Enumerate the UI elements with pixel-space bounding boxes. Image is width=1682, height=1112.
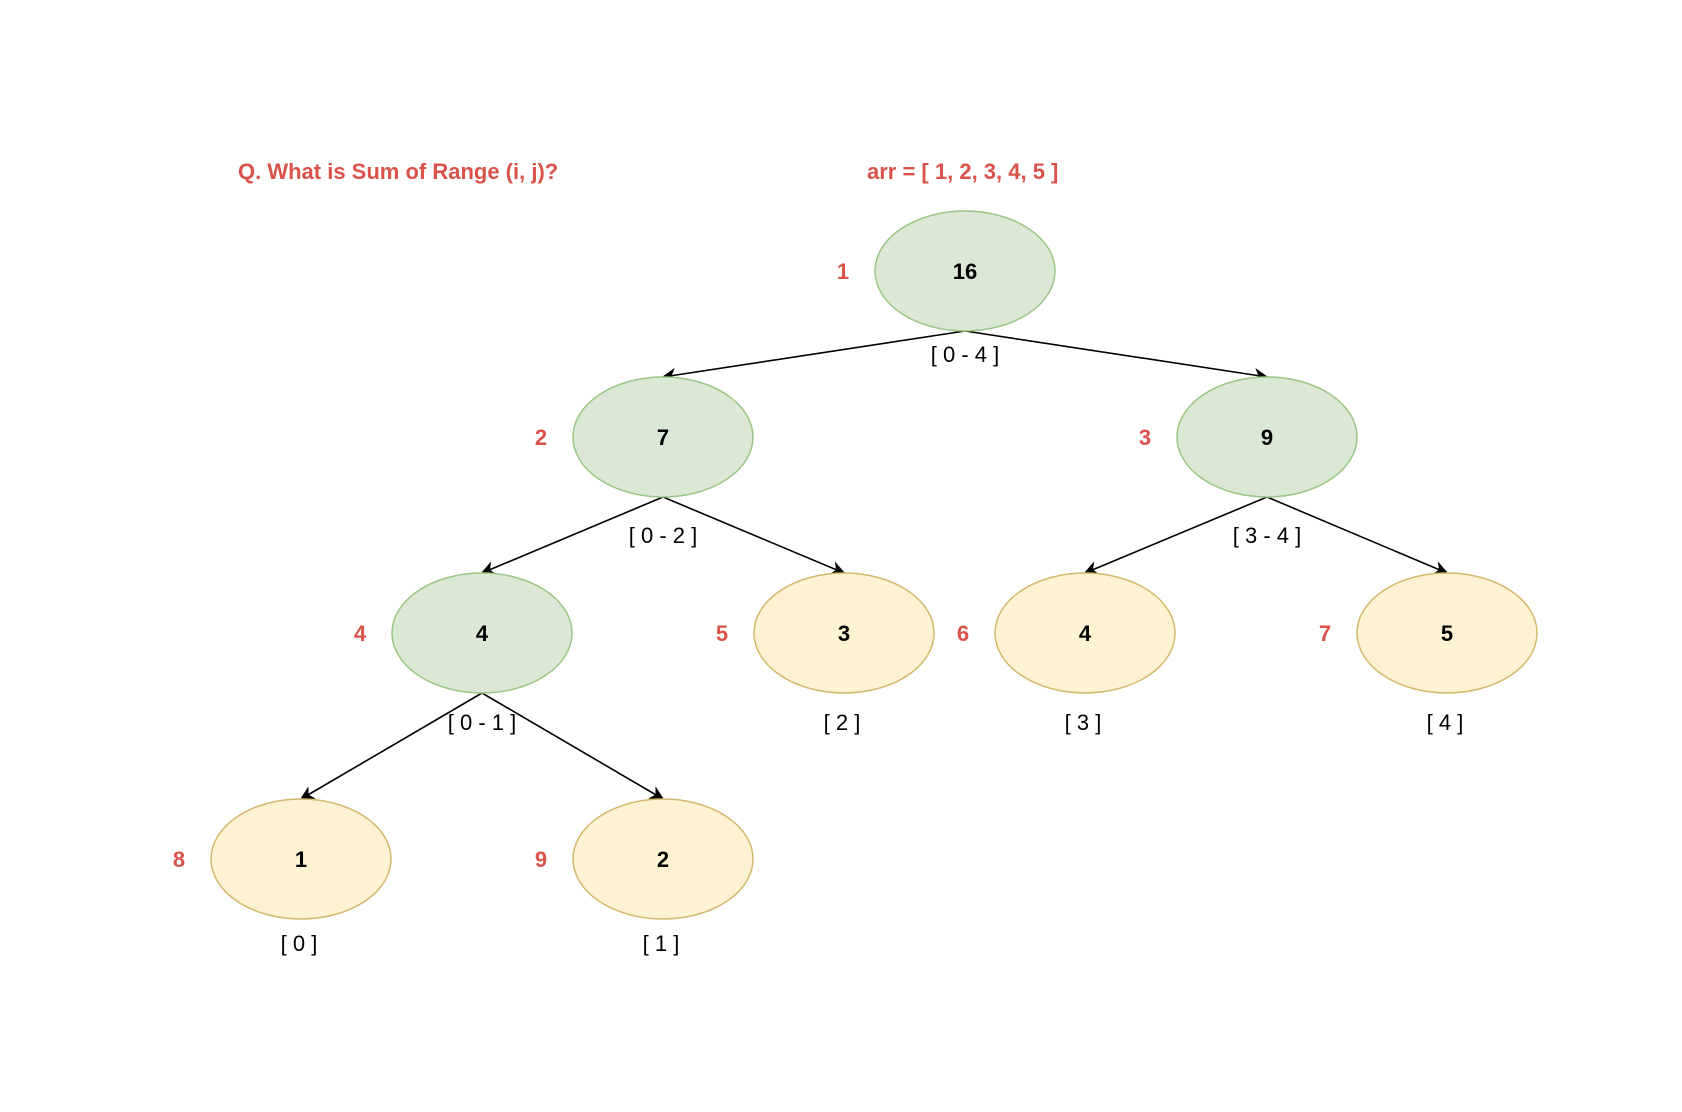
node-ellipse-9 (572, 798, 754, 920)
node-range-label-8: [ 0 ] (281, 931, 318, 956)
node-ellipse-2 (572, 376, 754, 498)
node-value-4: 4 (476, 621, 489, 646)
node-index-label-7: 7 (1319, 621, 1331, 646)
node-index-label-5: 5 (716, 621, 728, 646)
node-value-9: 2 (657, 847, 669, 872)
node-value-3: 9 (1261, 425, 1273, 450)
tree-node-6: 4 6 [ 3 ] (957, 572, 1176, 735)
edge-1-to-3 (964, 330, 1269, 383)
node-ellipse-1 (874, 210, 1056, 332)
node-ellipse-5 (753, 572, 935, 694)
node-index-label-8: 8 (173, 847, 185, 872)
node-index-label-4: 4 (354, 621, 367, 646)
node-index-label-6: 6 (957, 621, 969, 646)
tree-node-8: 1 8 [ 0 ] (173, 798, 392, 956)
node-index-label-2: 2 (535, 425, 547, 450)
question-title: Q. What is Sum of Range (i, j)? (238, 159, 559, 184)
node-range-label-1: [ 0 - 4 ] (931, 342, 999, 367)
node-value-7: 5 (1441, 621, 1453, 646)
tree-node-3: 9 3 [ 3 - 4 ] (1139, 376, 1358, 548)
node-value-8: 1 (295, 847, 307, 872)
node-ellipse-7 (1356, 572, 1538, 694)
node-index-label-1: 1 (837, 259, 849, 284)
tree-node-4: 4 4 [ 0 - 1 ] (354, 572, 573, 735)
node-index-label-3: 3 (1139, 425, 1151, 450)
edge-4-to-9 (481, 692, 665, 800)
node-ellipse-4 (391, 572, 573, 694)
nodes-layer: 161[ 0 - 4 ]72[ 0 - 2 ]93[ 3 - 4 ]44[ 0 … (173, 210, 1538, 956)
node-value-1: 16 (953, 259, 977, 284)
node-range-label-3: [ 3 - 4 ] (1233, 523, 1301, 548)
node-value-5: 3 (838, 621, 850, 646)
node-range-label-7: [ 4 ] (1427, 710, 1464, 735)
node-range-label-5: [ 2 ] (824, 710, 861, 735)
node-index-label-9: 9 (535, 847, 547, 872)
edge-1-to-2 (661, 330, 966, 383)
node-range-label-6: [ 3 ] (1065, 710, 1102, 735)
edges-layer (299, 330, 1449, 800)
node-range-label-2: [ 0 - 2 ] (629, 523, 697, 548)
node-ellipse-6 (994, 572, 1176, 694)
node-ellipse-8 (210, 798, 392, 920)
edge-3-to-7 (1266, 496, 1449, 575)
node-range-label-9: [ 1 ] (643, 931, 680, 956)
tree-node-5: 3 5 [ 2 ] (716, 572, 935, 735)
node-value-6: 4 (1079, 621, 1092, 646)
edge-4-to-8 (299, 692, 483, 800)
tree-node-9: 2 9 [ 1 ] (535, 798, 754, 956)
node-value-2: 7 (657, 425, 669, 450)
edge-3-to-6 (1083, 496, 1268, 575)
edge-2-to-5 (662, 496, 846, 575)
tree-node-2: 7 2 [ 0 - 2 ] (535, 376, 754, 548)
edge-2-to-4 (480, 496, 664, 575)
node-ellipse-3 (1176, 376, 1358, 498)
tree-node-7: 5 7 [ 4 ] (1319, 572, 1538, 735)
node-range-label-4: [ 0 - 1 ] (448, 710, 516, 735)
tree-node-1: 16 1 [ 0 - 4 ] (837, 210, 1056, 367)
array-title: arr = [ 1, 2, 3, 4, 5 ] (867, 159, 1059, 184)
